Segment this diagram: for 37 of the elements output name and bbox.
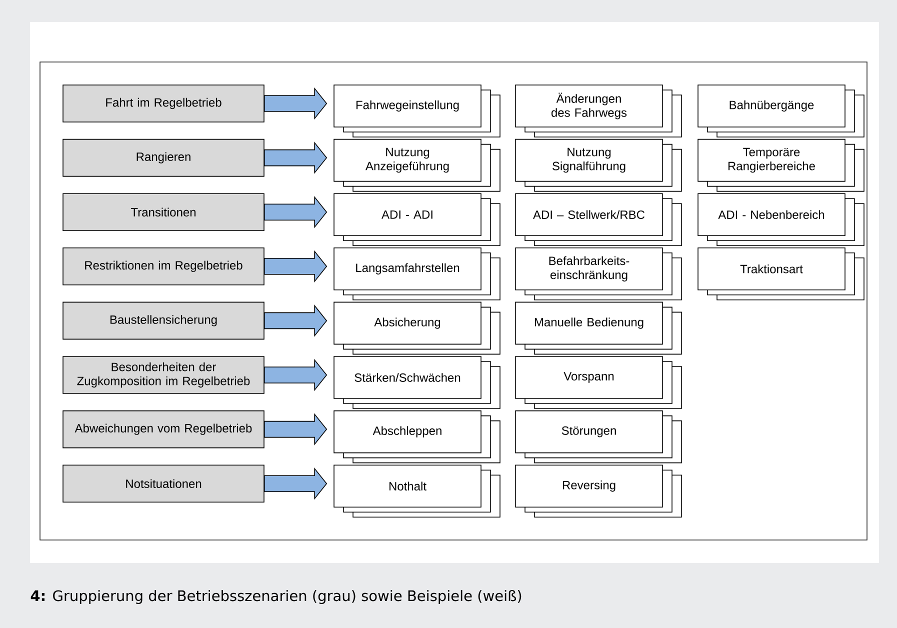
- scenario-box: Rangieren: [62, 138, 264, 177]
- block-arrow: [264, 358, 328, 392]
- stacked-box: Reversing: [515, 464, 682, 518]
- stacked-box: ADI - ADI: [334, 193, 500, 246]
- block-arrow: [264, 304, 328, 337]
- stacked-box: Änderungen des Fahrwegs: [515, 84, 682, 138]
- stacked-box: Absicherung: [334, 302, 500, 355]
- stacked-box: Stärken/Schwächen: [334, 356, 500, 409]
- stacked-box: Langsamfahrstellen: [334, 248, 500, 300]
- block-arrow: [264, 250, 328, 283]
- scenario-box: Transitionen: [62, 193, 264, 231]
- stacked-box: ADI - Nebenbereich: [698, 193, 864, 246]
- stacked-box: Befahrbarkeits-einschränkung: [515, 248, 682, 300]
- figure-caption: 4: Gruppierung der Betriebsszenarien (grau) sowie Beispiele (weiß): [30, 590, 522, 604]
- block-arrow: [264, 467, 328, 500]
- block-arrow: [264, 87, 328, 120]
- stacked-box: Bahnübergänge: [698, 84, 864, 138]
- block-arrow: [264, 413, 328, 446]
- scenario-box: Abweichungen vom Regelbetrieb: [62, 410, 264, 448]
- scenario-box: Fahrt im Regelbetrieb: [62, 84, 264, 122]
- stacked-box: Nothalt: [334, 464, 500, 518]
- block-arrow: [264, 142, 328, 174]
- stacked-box: Fahrwegeinstellung: [334, 84, 500, 138]
- scenario-box: Baustellensicherung: [62, 302, 264, 340]
- stacked-box: Vorspann: [515, 356, 682, 409]
- stacked-box: ADI – Stellwerk/RBC: [515, 193, 682, 246]
- stacked-box: Nutzung Signalführung: [515, 138, 682, 192]
- scenario-box: Besonderheiten der Zugkomposition im Regelbetrieb: [62, 356, 264, 394]
- scenario-box: Restriktionen im Regelbetrieb: [62, 248, 264, 286]
- stacked-box: Störungen: [515, 410, 682, 464]
- scenario-box: Notsituationen: [62, 464, 264, 502]
- stacked-box: Traktionsart: [698, 248, 864, 300]
- stacked-box: Manuelle Bedienung: [515, 302, 682, 355]
- stacked-box: Nutzung Anzeigeführung: [334, 138, 500, 192]
- stacked-box: Temporäre Rangierbereiche: [698, 138, 864, 192]
- block-arrow: [264, 196, 328, 228]
- stacked-box: Abschleppen: [334, 410, 500, 464]
